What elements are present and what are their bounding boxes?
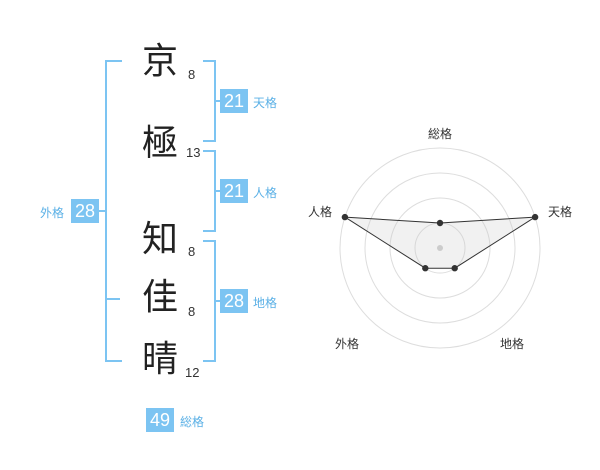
radar-grid-ring-3 [364, 172, 516, 324]
radar-point-5 [341, 213, 349, 221]
jinkaku-label: 人格 [253, 186, 278, 200]
stroke-count-4: 8 [188, 304, 196, 319]
radar-point-1 [436, 219, 444, 227]
radar-grid-ring-2 [389, 197, 491, 299]
tenkaku-value: 21 [220, 89, 248, 113]
radar-point-4 [422, 265, 429, 272]
gaikaku-divider-tick [107, 298, 120, 300]
stroke-count-5: 12 [185, 365, 200, 380]
soukaku-value: 49 [146, 408, 174, 432]
jinkaku-connector [214, 190, 220, 192]
chikaku-value: 28 [220, 289, 248, 313]
stroke-count-3: 8 [188, 244, 196, 259]
name-char-4: 佳 [141, 277, 178, 318]
radar-center-dot [437, 245, 443, 251]
jinkaku-value: 21 [220, 179, 248, 203]
stroke-count-1: 8 [188, 67, 196, 82]
tenkaku-connector [214, 100, 220, 102]
gaikaku-value: 28 [71, 199, 99, 223]
radar-axis-label-2: 天格 [548, 204, 572, 219]
gaikaku-bracket [105, 60, 122, 362]
stroke-count-2: 13 [186, 145, 201, 160]
name-char-5: 晴 [141, 339, 178, 380]
gaikaku-label: 外格 [40, 206, 65, 220]
chikaku-connector [214, 300, 220, 302]
gaikaku-connector [99, 210, 105, 212]
tenkaku-label: 天格 [253, 96, 278, 110]
soukaku-label: 総格 [180, 415, 205, 429]
radar-point-2 [531, 213, 539, 221]
radar-point-3 [451, 265, 458, 272]
radar-axis-label-4: 外格 [335, 336, 359, 351]
radar-axis-label-1: 総格 [428, 126, 452, 141]
name-char-2: 極 [141, 123, 178, 164]
name-char-1: 京 [141, 41, 178, 82]
name-char-3: 知 [141, 219, 178, 260]
chikaku-label: 地格 [253, 296, 278, 310]
radar-axis-label-3: 地格 [500, 336, 524, 351]
radar-value-polygon [344, 216, 536, 269]
radar-axis-label-5: 人格 [308, 204, 332, 219]
radar-grid-ring-4 [339, 147, 541, 349]
